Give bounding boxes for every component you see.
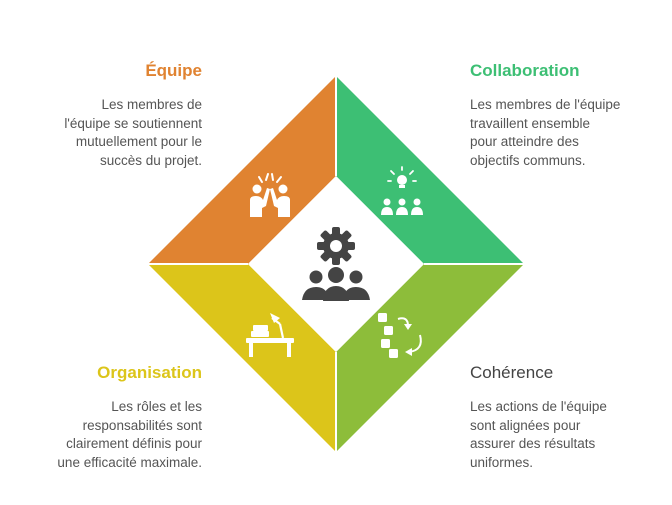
collaboration-title: Collaboration: [470, 61, 580, 80]
team-idea-icon: [381, 166, 423, 215]
organisation-desc-line: responsabilités sont: [82, 417, 202, 433]
collaboration-desc-line: pour atteindre des: [470, 134, 579, 149]
organisation-desc-line: clairement définis pour: [66, 436, 202, 451]
organisation-desc-line: une efficacité maximale.: [57, 454, 202, 470]
organisation-title: Organisation: [97, 363, 202, 382]
flow-blocks-icon: [378, 313, 422, 358]
coherence-desc-line: sont alignées pour: [470, 417, 581, 433]
organisation-block: Organisation Les rôles et les responsabi…: [20, 362, 202, 472]
coherence-desc-line: Les actions de l'équipe: [470, 399, 607, 414]
equipe-description: Les membres de l'équipe se soutiennent m…: [20, 96, 202, 170]
equipe-desc-line: Les membres de: [101, 97, 202, 112]
collaboration-desc-line: Les membres de l'équipe: [470, 97, 621, 112]
organisation-quadrant: [148, 264, 336, 452]
team-gear-icon: [302, 227, 370, 301]
equipe-desc-line: l'équipe se soutiennent: [64, 115, 202, 131]
coherence-desc-line: assurer des résultats: [470, 436, 596, 451]
collaboration-block: Collaboration Les membres de l'équipe tr…: [470, 60, 660, 170]
equipe-desc-line: mutuellement pour le: [75, 134, 202, 149]
equipe-block: Équipe Les membres de l'équipe se soutie…: [20, 60, 202, 170]
organisation-description: Les rôles et les responsabilités sont cl…: [20, 398, 202, 472]
coherence-description: Les actions de l'équipe sont alignées po…: [470, 398, 660, 472]
collaboration-description: Les membres de l'équipe travaillent ense…: [470, 96, 660, 170]
desk-lamp-icon: [246, 313, 294, 357]
coherence-title: Cohérence: [470, 363, 554, 382]
high-five-icon: [250, 173, 290, 217]
collaboration-desc-line: objectifs communs.: [470, 152, 586, 168]
coherence-quadrant: [336, 264, 524, 452]
coherence-block: Cohérence Les actions de l'équipe sont a…: [470, 362, 660, 472]
equipe-title: Équipe: [145, 61, 202, 80]
equipe-desc-line: succès du projet.: [99, 152, 202, 168]
coherence-desc-line: uniformes.: [470, 454, 534, 470]
collaboration-quadrant: [336, 76, 524, 264]
organisation-desc-line: Les rôles et les: [111, 399, 202, 414]
collaboration-desc-line: travaillent ensemble: [470, 115, 591, 131]
